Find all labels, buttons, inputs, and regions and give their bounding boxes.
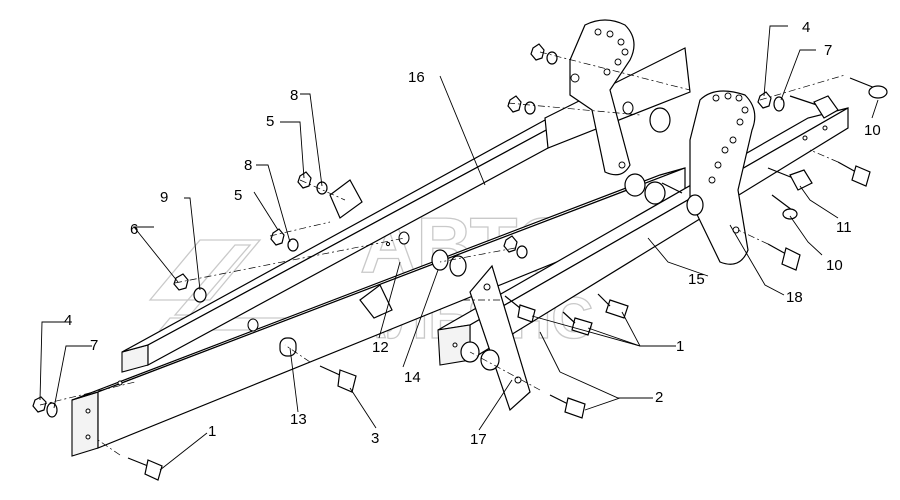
bushing-12 [431, 249, 467, 277]
callout-10-upper: 10 [864, 122, 881, 139]
bracket-plate-top [569, 19, 635, 176]
callout-17: 17 [470, 431, 487, 448]
callout-labels: 1 1 2 3 4 4 5 5 6 7 7 8 8 9 10 10 11 12 … [64, 19, 881, 448]
callout-13: 13 [290, 411, 307, 428]
plate-17 [469, 264, 531, 412]
callout-1-front: 1 [208, 423, 216, 440]
bracket-plate-18 [689, 90, 756, 265]
callout-4-right: 4 [802, 19, 810, 36]
bolt-right [661, 161, 871, 271]
leader-lines [39, 25, 879, 471]
nuts-washers [32, 43, 785, 418]
callout-2: 2 [655, 389, 663, 406]
assembly-axes [39, 51, 846, 456]
callout-1-rear: 1 [676, 338, 684, 355]
callout-6: 6 [130, 221, 138, 238]
callout-3: 3 [371, 430, 379, 447]
callout-5-upper: 5 [266, 113, 274, 130]
bushings [279, 107, 704, 371]
callout-8-lower: 8 [244, 157, 252, 174]
small-bracket [329, 179, 393, 319]
bolt-3 [319, 365, 357, 393]
callout-7-left: 7 [90, 337, 98, 354]
callout-16: 16 [408, 69, 425, 86]
cross-beam [437, 106, 849, 366]
callout-11: 11 [836, 219, 852, 236]
callout-12: 12 [372, 339, 389, 356]
pins [767, 77, 888, 220]
bolt-1-front [127, 457, 163, 481]
upper-beam [121, 47, 691, 373]
callout-10-lower: 10 [826, 257, 843, 274]
callout-5-lower: 5 [234, 187, 242, 204]
callout-14: 14 [404, 369, 421, 386]
bolt-2 [549, 394, 586, 419]
callout-7-right: 7 [824, 42, 832, 59]
callout-15: 15 [688, 271, 705, 288]
callout-8-upper: 8 [290, 87, 298, 104]
callout-4-left: 4 [64, 312, 72, 329]
bolts [127, 161, 871, 481]
callout-18: 18 [786, 289, 803, 306]
callout-9: 9 [160, 189, 168, 206]
